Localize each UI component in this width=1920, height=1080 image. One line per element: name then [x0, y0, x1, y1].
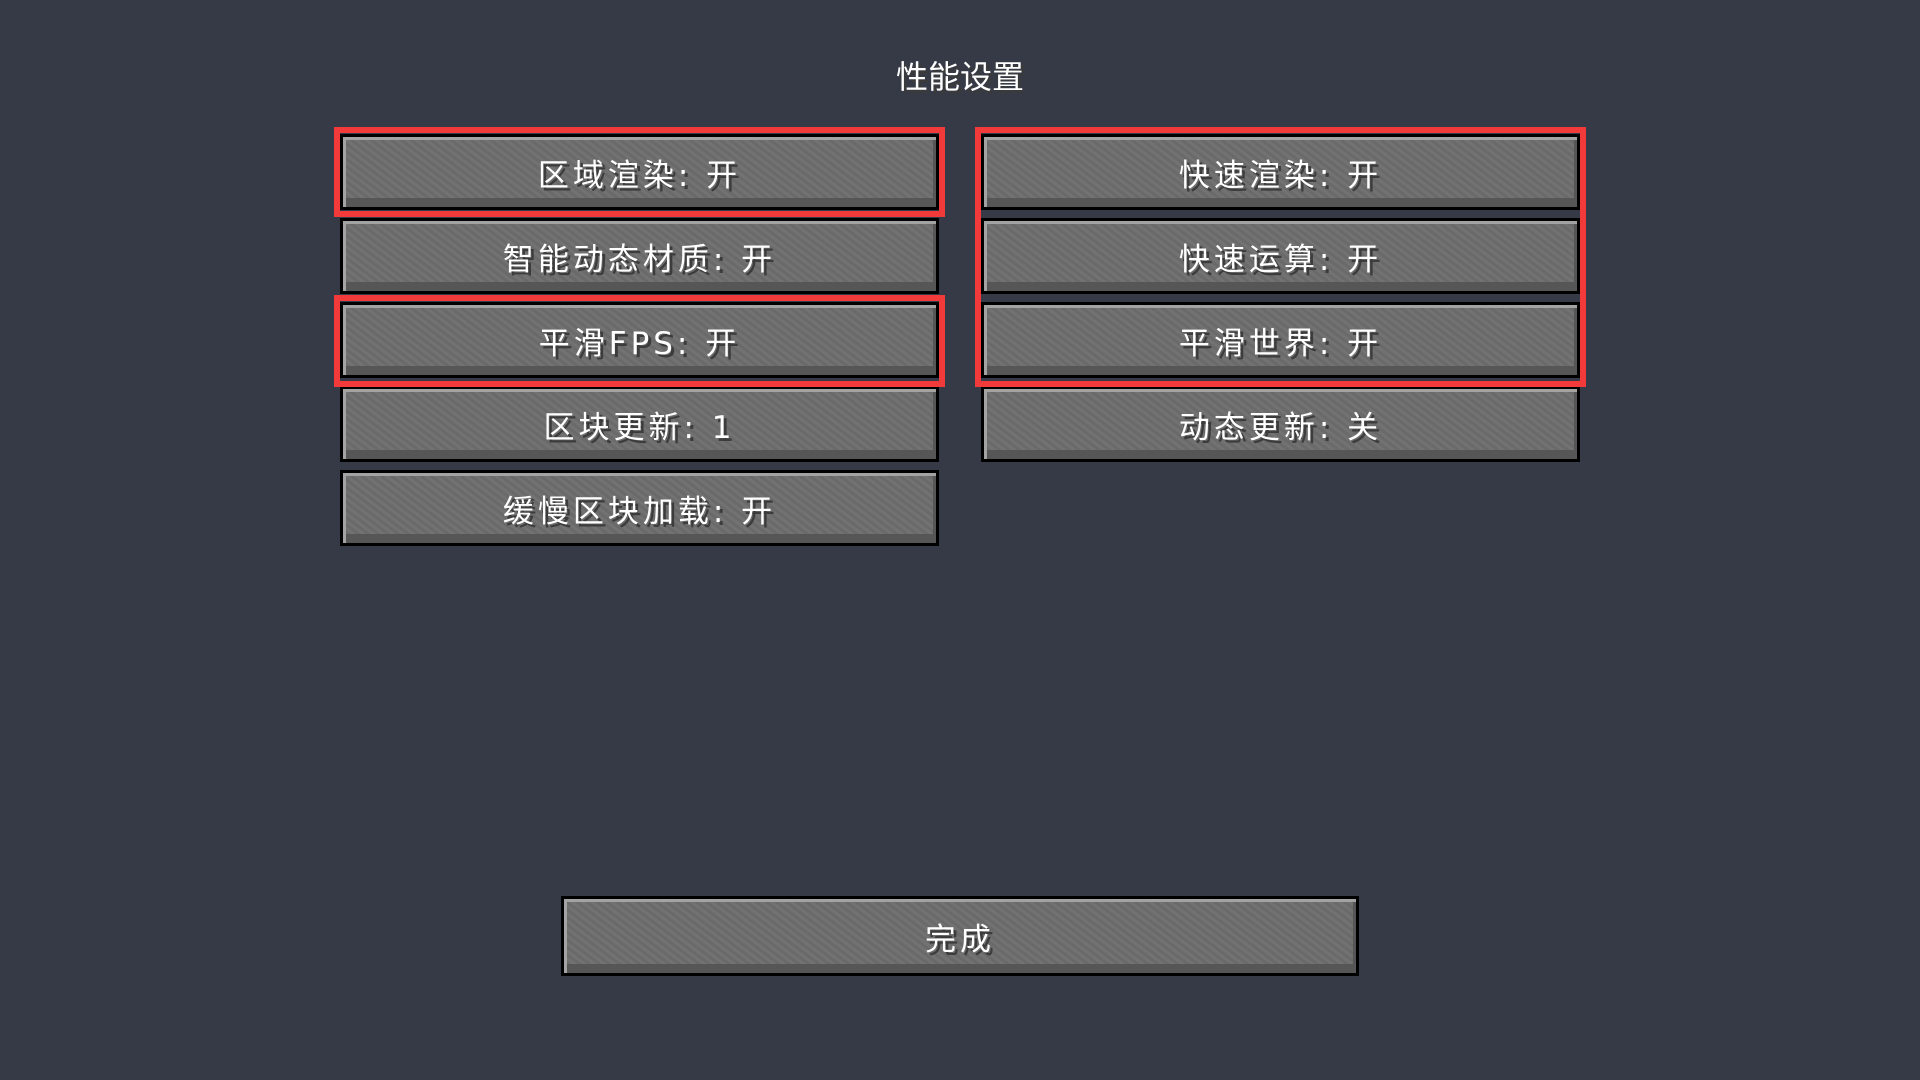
page-title: 性能设置 — [895, 58, 1024, 96]
done-button[interactable]: 完成 — [561, 896, 1359, 976]
region-render-button[interactable]: 区域渲染: 开 — [340, 134, 939, 210]
dynamic-updates-button[interactable]: 动态更新: 关 — [981, 386, 1580, 462]
fast-math-button[interactable]: 快速运算: 开 — [981, 218, 1580, 294]
lazy-chunk-loading-button[interactable]: 缓慢区块加载: 开 — [340, 470, 939, 546]
smooth-world-button[interactable]: 平滑世界: 开 — [981, 302, 1580, 378]
smart-animated-textures-button[interactable]: 智能动态材质: 开 — [340, 218, 939, 294]
smooth-fps-button[interactable]: 平滑FPS: 开 — [340, 302, 939, 378]
fast-render-button[interactable]: 快速渲染: 开 — [981, 134, 1580, 210]
chunk-updates-button[interactable]: 区块更新: 1 — [340, 386, 939, 462]
